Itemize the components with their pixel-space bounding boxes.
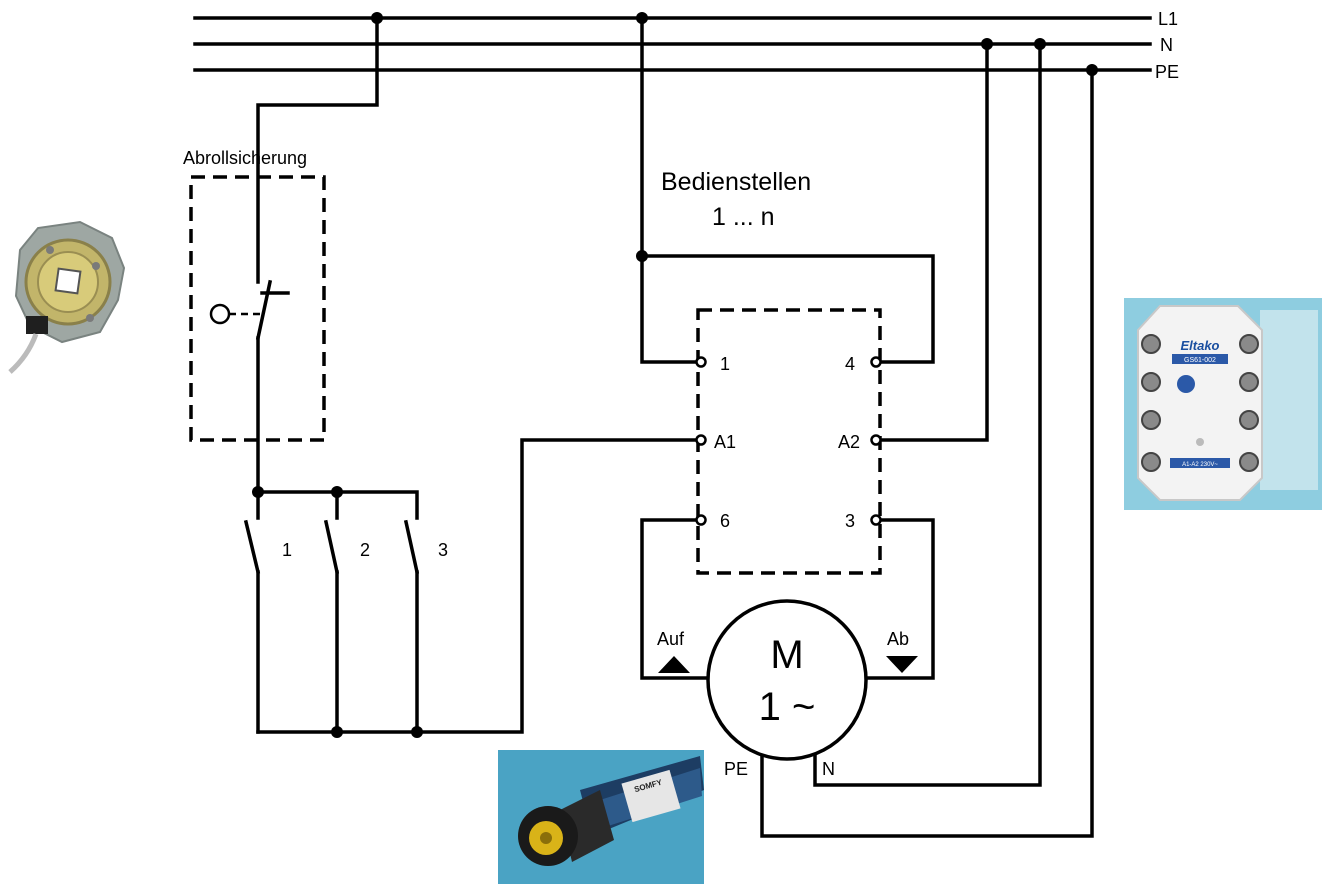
safety-actuator: [209, 303, 231, 325]
terminal-1-label: 1: [720, 354, 730, 374]
switch-3-label: 3: [438, 540, 448, 560]
terminal-a2-label: A2: [838, 432, 860, 452]
relay-photo-rating: A1-A2 230V~: [1182, 462, 1218, 468]
junction-dot: [411, 726, 423, 738]
pe-label: PE: [1155, 62, 1179, 82]
motor-n-label: N: [822, 759, 835, 779]
wire-motor-n: [813, 42, 1042, 787]
l1-label: L1: [1158, 9, 1178, 29]
controls-title: Bedienstellen: [661, 168, 811, 196]
safety-device: Abrollsicherung: [183, 148, 326, 442]
wire-t3-ab: [864, 518, 935, 680]
wires: [256, 16, 1094, 838]
relay-photo-model: GS61-002: [1184, 357, 1216, 364]
junction-dot: [1034, 38, 1046, 50]
switch-3: [403, 519, 420, 575]
switch-2-label: 2: [360, 540, 370, 560]
terminal-4: [870, 356, 882, 368]
controls-label: Bedienstellen 1 ... n: [661, 168, 811, 231]
bus-lines: L1 N PE: [193, 9, 1179, 82]
motor: M 1 ~ Auf Ab PE N: [657, 599, 918, 779]
motor-pe-label: PE: [724, 759, 748, 779]
wire-l1-safety: [256, 16, 379, 284]
switch-2: [323, 519, 340, 575]
relay-photo: Eltako GS61-002 A1-A2 230V~: [1124, 298, 1322, 510]
switch-1-label: 1: [282, 540, 292, 560]
relay-photo-brand: Eltako: [1180, 338, 1219, 353]
up-arrow-icon: [658, 656, 690, 673]
wire-switch-top: [256, 490, 419, 520]
junction-dot: [252, 486, 264, 498]
safety-contact: [255, 279, 273, 341]
junction-dot: [981, 38, 993, 50]
wire-n-a2: [876, 42, 989, 442]
switch-1: [243, 519, 261, 575]
down-arrow-icon: [886, 656, 918, 673]
terminal-6-label: 6: [720, 511, 730, 531]
junction-dot: [636, 12, 648, 24]
terminal-3-label: 3: [845, 511, 855, 531]
terminal-1: [695, 356, 707, 368]
junction-dot: [636, 250, 648, 262]
junction-dot: [331, 486, 343, 498]
motor-circle: [706, 599, 868, 761]
junction-dot: [371, 12, 383, 24]
wire-motor-pe: [760, 68, 1094, 838]
terminal-a1-label: A1: [714, 432, 736, 452]
motor-photo: SOMFY: [498, 750, 704, 884]
terminal-6: [695, 514, 707, 526]
junction-dot: [331, 726, 343, 738]
controls-range: 1 ... n: [712, 203, 775, 231]
terminal-4-label: 4: [845, 354, 855, 374]
up-label: Auf: [657, 629, 685, 649]
wire-l1-t1: [640, 16, 700, 364]
terminal-3: [870, 514, 882, 526]
motor-phase: 1 ~: [759, 685, 816, 729]
switches: 1 2 3: [243, 519, 448, 575]
terminal-a1: [695, 434, 707, 446]
terminal-a2: [870, 434, 882, 446]
wire-to-a1: [256, 438, 700, 734]
n-label: N: [1160, 35, 1173, 55]
safety-box: [189, 175, 326, 442]
down-label: Ab: [887, 629, 909, 649]
wire-t6-auf: [640, 518, 710, 680]
junctions: [252, 12, 1098, 738]
wire-t4: [640, 254, 935, 364]
junction-dot: [1086, 64, 1098, 76]
safety-device-photo: [8, 220, 126, 374]
relay: 1 4 A1 A2 6 3: [695, 308, 882, 575]
safety-title: Abrollsicherung: [183, 148, 307, 168]
motor-letter: M: [770, 633, 803, 677]
